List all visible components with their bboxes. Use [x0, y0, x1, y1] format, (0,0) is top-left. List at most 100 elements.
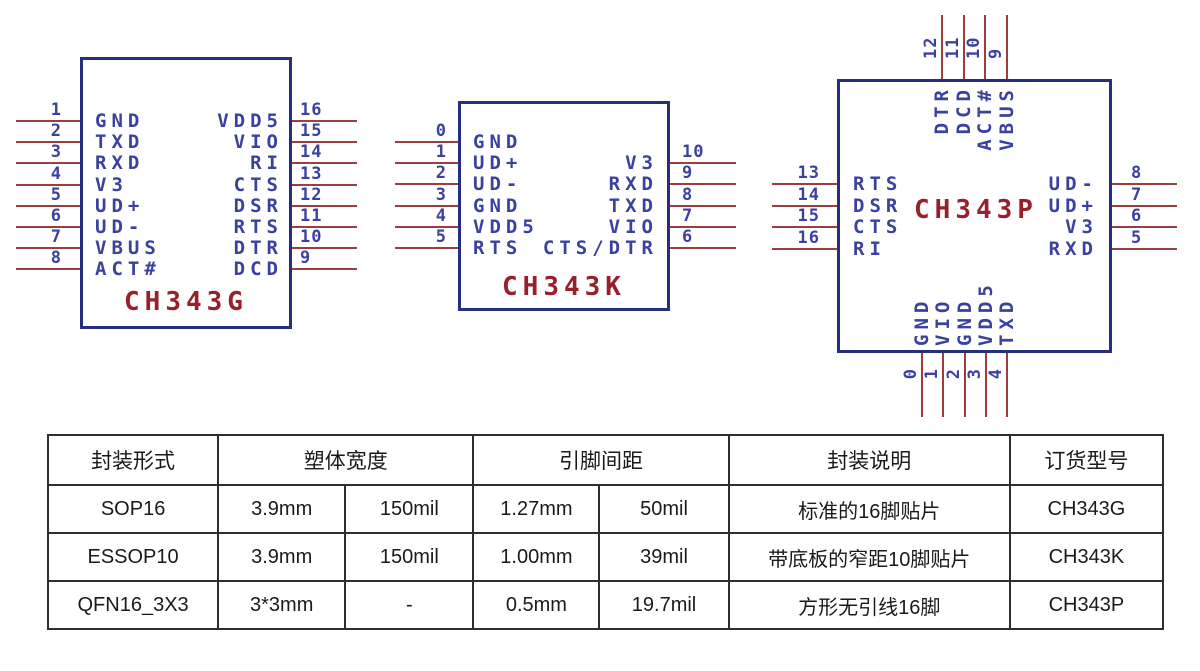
pin-number: 3 — [435, 184, 447, 205]
pin-number: 1 — [435, 142, 447, 163]
pin-number: 12 — [300, 184, 323, 205]
pin-line — [395, 247, 458, 249]
pin-line — [670, 247, 736, 249]
pin-number: 5 — [1131, 228, 1143, 249]
pin-line — [292, 226, 357, 228]
pin-number-text: 12 — [921, 36, 941, 59]
table-cell: 标准的16脚贴片 — [727, 484, 1011, 534]
chip-title: CH343K — [502, 272, 626, 302]
pin-number: 6 — [50, 206, 62, 226]
pin-line — [16, 247, 80, 250]
pin-number: 0 — [435, 121, 447, 141]
pin-number-text: 2 — [943, 368, 964, 380]
pin-number: 7 — [1131, 184, 1143, 205]
pin-label: VDD5 — [473, 215, 539, 238]
pin-label-text: GND — [911, 296, 933, 346]
pin-label: TXD — [608, 194, 658, 217]
pin-number-text: 4 — [986, 368, 1007, 380]
pin-line — [292, 141, 357, 144]
pin-line — [292, 183, 357, 186]
pin-label-text: VBUS — [995, 85, 1018, 151]
pin-line — [292, 204, 357, 207]
table-cell: 150mil — [344, 532, 475, 582]
table-cell: CH343P — [1008, 580, 1165, 630]
pin-number: 11 — [300, 206, 323, 226]
pin-label: RTS — [233, 216, 283, 238]
pin-number: 7 — [50, 227, 62, 248]
table-header-cell: 引脚间距 — [472, 434, 730, 486]
pin-label: RI — [853, 238, 886, 261]
pin-line — [16, 226, 80, 228]
table-cell: 39mil — [598, 532, 730, 582]
pin-number: 4 — [50, 163, 62, 184]
pin-label: CTS/DTR — [542, 237, 658, 259]
chip-body — [458, 101, 670, 311]
pin-label: UD- — [473, 173, 523, 196]
table-cell: 3.9mm — [217, 532, 347, 582]
pin-number: 8 — [50, 248, 62, 269]
pin-line — [395, 183, 458, 186]
table-cell: 1.27mm — [472, 484, 601, 534]
pin-number: 9 — [682, 163, 694, 184]
pin-line — [16, 141, 80, 144]
pin-line — [1112, 226, 1177, 229]
pin-label: CTS — [853, 216, 903, 239]
pin-number: 1 — [50, 100, 62, 120]
pin-number-text: 11 — [942, 36, 963, 59]
pin-number: 14 — [797, 184, 820, 205]
pin-number-text: 10 — [964, 36, 984, 59]
pin-line — [395, 204, 458, 207]
pin-line — [292, 120, 357, 122]
pin-number: 5 — [50, 184, 62, 205]
pin-number-text: 0 — [901, 368, 921, 380]
pin-line — [670, 162, 736, 165]
pin-line — [942, 353, 945, 417]
pin-label: DCD — [233, 258, 283, 281]
pin-line — [772, 226, 837, 229]
pin-line — [292, 268, 357, 271]
pin-label: RXD — [608, 173, 658, 196]
table-cell: QFN16_3X3 — [46, 580, 220, 630]
pin-label-text: TXD — [996, 296, 1019, 346]
table-header-cell: 订货型号 — [1008, 434, 1165, 486]
table-cell: 150mil — [344, 484, 475, 534]
pin-label-text: GND — [953, 296, 976, 346]
pin-number: 15 — [797, 206, 820, 227]
pin-label: UD- — [1048, 173, 1098, 195]
pin-label: DSR — [853, 194, 903, 217]
pin-line — [921, 353, 923, 417]
pin-label: VBUS — [95, 237, 161, 260]
table-cell: 0.5mm — [472, 580, 601, 630]
pin-label-text: DCD — [952, 85, 975, 135]
pin-label-text: ACT# — [974, 85, 996, 151]
table-header-cell: 塑体宽度 — [217, 434, 475, 486]
pin-number: 9 — [300, 248, 312, 269]
chip-title: CH343P — [914, 195, 1038, 225]
table-cell: ESSOP10 — [46, 532, 220, 582]
pin-label: RTS — [473, 237, 523, 259]
pin-number: 16 — [797, 228, 820, 249]
table-cell: CH343G — [1008, 484, 1165, 534]
pin-label-text: VDD5 — [974, 280, 997, 346]
chip-body — [837, 79, 1112, 353]
pin-label: GND — [95, 110, 145, 132]
pin-label: UD+ — [95, 194, 145, 217]
table-cell: - — [344, 580, 475, 630]
pin-line — [772, 183, 837, 185]
pin-line — [963, 353, 966, 417]
pin-label: VIO — [233, 131, 283, 154]
pin-line — [670, 204, 736, 207]
table-cell: 50mil — [598, 484, 730, 534]
pin-label: RXD — [1048, 238, 1098, 261]
chip-title: CH343G — [124, 287, 248, 317]
pin-line — [395, 225, 458, 228]
pin-line — [16, 120, 80, 122]
pin-line — [16, 268, 80, 271]
pin-label: RTS — [853, 173, 903, 195]
pin-number: 2 — [50, 121, 62, 142]
table-cell: SOP16 — [46, 484, 220, 534]
